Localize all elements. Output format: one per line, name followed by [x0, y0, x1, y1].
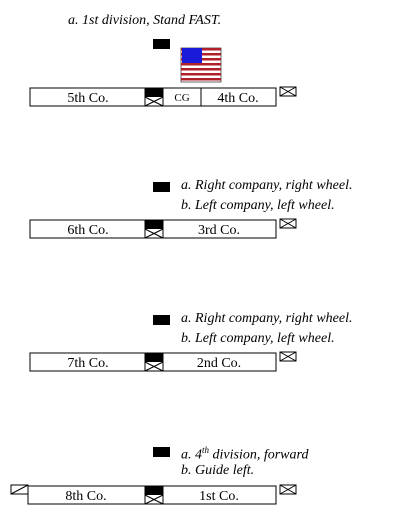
- company-label-2nd: 2nd Co.: [197, 356, 241, 371]
- scene1-command-a: a. 1st division, Stand FAST.: [68, 13, 222, 28]
- guidon-icon: [279, 351, 297, 362]
- commander-marker: [153, 182, 170, 192]
- formation-line-4: 8th Co. 1st Co.: [10, 484, 297, 505]
- formation-line-3: 7th Co. 2nd Co.: [29, 351, 297, 372]
- flag-stripe: [181, 78, 221, 81]
- commander-marker: [153, 315, 170, 325]
- company-box-4th: [200, 87, 277, 107]
- color-guard-label: CG: [174, 92, 189, 104]
- scene4-command-a-suffix: division, forward: [209, 447, 309, 463]
- scene4-command-a-superscript: th: [202, 445, 210, 455]
- company-box-3rd: [162, 219, 277, 239]
- flag-stripe: [181, 68, 221, 71]
- guidon-icon: [279, 86, 297, 97]
- scene3-command-a: a. Right company, right wheel.: [181, 311, 353, 326]
- flag-stripe: [181, 63, 221, 66]
- company-label-6th: 6th Co.: [67, 223, 108, 238]
- flag-stripe: [181, 73, 221, 76]
- formation-line-2: 6th Co. 3rd Co.: [29, 218, 297, 239]
- company-label-7th: 7th Co.: [67, 356, 108, 371]
- scene4-command-b: b. Guide left.: [181, 463, 255, 478]
- company-label-3rd: 3rd Co.: [198, 223, 240, 238]
- scene2-command-b: b. Left company, left wheel.: [181, 198, 335, 213]
- formation-line-1: 5th Co. CG 4th Co.: [29, 86, 297, 107]
- scene3-command-b: b. Left company, left wheel.: [181, 331, 335, 346]
- commander-marker: [153, 447, 170, 457]
- company-label-1st: 1st Co.: [199, 489, 239, 504]
- commander-marker: [153, 39, 170, 49]
- company-label-5th: 5th Co.: [67, 91, 108, 106]
- company-box-2nd: [162, 352, 277, 372]
- company-label-4th: 4th Co.: [217, 91, 258, 106]
- scene4-command-a-prefix: a. 4: [181, 447, 202, 463]
- company-box-1st: [162, 485, 277, 505]
- scene4-command-a: a. 4th division, forward: [181, 442, 308, 464]
- guidon-icon: [279, 218, 297, 229]
- scene2-command-a: a. Right company, right wheel.: [181, 178, 353, 193]
- us-flag-icon: [180, 47, 222, 83]
- guidon-icon: [279, 484, 297, 495]
- company-label-8th: 8th Co.: [65, 489, 106, 504]
- guidon-icon: [10, 484, 29, 495]
